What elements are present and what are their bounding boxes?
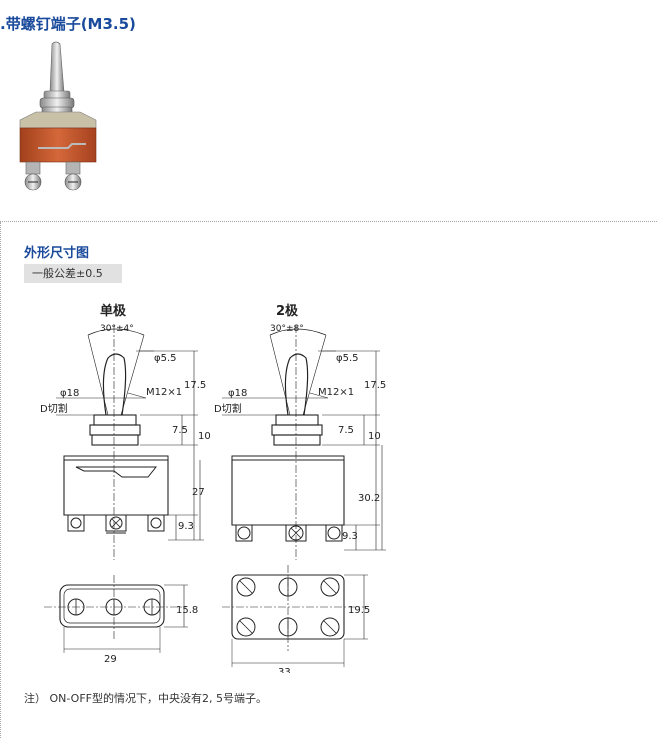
double-dim-9-3: 9.3 [342,531,358,542]
product-photo [19,41,97,191]
single-bottom-height: 15.8 [176,605,198,616]
double-bottom-width: 33 [278,667,291,673]
single-dim-17-5: 17.5 [184,380,206,391]
double-bushing-dia: φ18 [228,388,247,399]
double-pole-bottom-view [222,565,368,667]
single-pole-bottom-view [44,575,188,653]
dimensions-title: 外形尺寸图 [24,246,90,261]
double-lever-dia: φ5.5 [336,353,359,364]
double-dim-17-5: 17.5 [364,380,386,391]
footnote: 注） ON-OFF型的情况下，中央没有2, 5号端子。 [24,692,267,705]
left-border [0,222,1,738]
product-title: .带螺钉端子(M3.5) [0,15,136,33]
single-bushing-dia: φ18 [60,388,79,399]
section-divider [0,221,657,222]
single-dim-27: 27 [192,487,205,498]
dimension-drawing: 单极 30°±4° φ5.5 17.5 φ18 M12×1 D切割 7.5 10… [40,303,386,673]
single-dim-9-3: 9.3 [178,521,194,532]
single-pole-side-view [56,325,204,560]
double-dim-7-5: 7.5 [338,425,354,436]
single-d-cut: D切割 [40,402,68,415]
double-dim-10: 10 [368,431,381,442]
double-d-cut: D切割 [214,402,242,415]
double-angle-label: 30°±8° [270,324,304,334]
double-pole-label: 2极 [276,303,299,319]
double-pole-side-view [222,325,386,560]
single-lever-dia: φ5.5 [154,353,177,364]
single-bottom-width: 29 [104,654,117,665]
single-dim-10: 10 [198,431,211,442]
single-thread: M12×1 [146,387,182,398]
single-pole-label: 单极 [100,303,127,319]
single-dim-7-5: 7.5 [172,425,188,436]
single-angle-label: 30°±4° [100,324,134,334]
double-bottom-height: 19.5 [348,605,370,616]
tolerance-label: 一般公差±0.5 [24,264,122,283]
double-dim-30-2: 30.2 [358,493,380,504]
double-thread: M12×1 [318,387,354,398]
